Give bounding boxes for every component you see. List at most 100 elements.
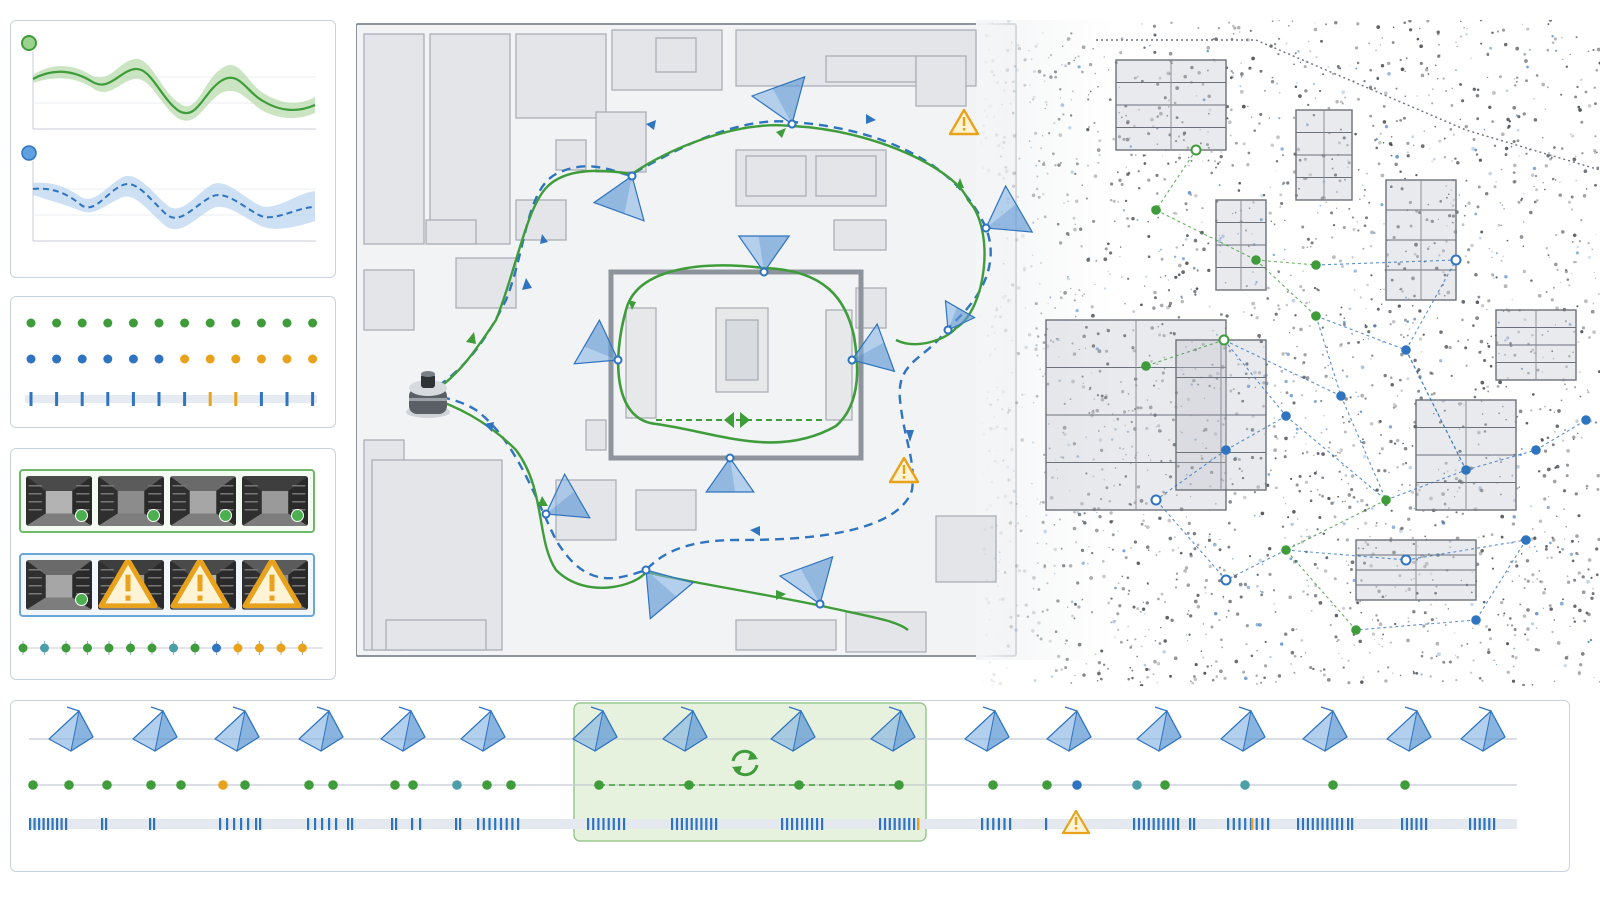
status-tick	[234, 392, 238, 406]
camera-keyframe[interactable]	[214, 706, 260, 753]
keyframe-thumbnail[interactable]	[242, 560, 308, 610]
keyframe-row-flagged[interactable]	[19, 553, 315, 617]
timeline-node[interactable]	[988, 780, 998, 790]
status-strip-panel	[10, 296, 336, 428]
ground-truth-trajectory	[425, 124, 986, 398]
keyframe-timeline[interactable]	[11, 701, 1568, 870]
measurement-tick	[1045, 818, 1048, 830]
measurement-tick	[1301, 818, 1305, 830]
measurement-tick	[1336, 818, 1339, 830]
keyframe-thumbnail[interactable]	[26, 560, 92, 610]
measurement-tick	[1167, 818, 1170, 830]
measurement-tick	[992, 818, 995, 830]
keyframe-row-tracked[interactable]	[19, 469, 315, 533]
measurement-tick	[607, 818, 610, 830]
camera-keyframe[interactable]	[380, 706, 426, 753]
measurement-tick	[255, 818, 258, 830]
status-tick	[29, 392, 33, 406]
camera-keyframe[interactable]	[1386, 706, 1432, 753]
measurement-tick	[328, 818, 331, 830]
timeline-node[interactable]	[1132, 780, 1142, 790]
measurement-tick	[1193, 818, 1196, 830]
timeline-node[interactable]	[390, 780, 400, 790]
measurement-tick	[786, 818, 789, 830]
timeline-node[interactable]	[594, 780, 604, 790]
keyframe-thumbnail[interactable]	[26, 476, 92, 526]
measurement-tick	[893, 818, 896, 830]
measurement-tick	[1172, 818, 1175, 830]
keyframe-dot	[61, 643, 71, 653]
measurement-tick	[917, 818, 920, 830]
refresh-icon[interactable]	[731, 749, 759, 777]
warning-icon	[1061, 809, 1091, 835]
camera-keyframe[interactable]	[48, 706, 94, 753]
measurement-tick	[259, 818, 262, 830]
keyframe-thumbnail[interactable]	[170, 560, 236, 610]
timeline-node[interactable]	[1042, 780, 1052, 790]
camera-keyframe[interactable]	[770, 706, 816, 753]
camera-frustum	[778, 555, 834, 609]
loop-closure-window[interactable]	[573, 702, 927, 842]
timeline-node[interactable]	[506, 780, 516, 790]
timeline-node[interactable]	[684, 780, 694, 790]
measurement-tick	[38, 818, 41, 830]
timeline-node[interactable]	[452, 780, 462, 790]
pose-graph-node	[1251, 255, 1261, 265]
status-dot	[128, 318, 138, 328]
camera-keyframe[interactable]	[1460, 706, 1506, 753]
measurement-tick	[1483, 818, 1486, 830]
timeline-node[interactable]	[1160, 780, 1170, 790]
pose-graph-node	[1400, 554, 1412, 566]
timeline-node[interactable]	[1072, 780, 1082, 790]
measurement-tick	[592, 818, 595, 830]
camera-keyframe[interactable]	[964, 706, 1010, 753]
timeline-node[interactable]	[304, 780, 314, 790]
camera-keyframe[interactable]	[460, 706, 506, 753]
camera-keyframe[interactable]	[870, 706, 916, 753]
camera-keyframe[interactable]	[662, 706, 708, 753]
camera-keyframe[interactable]	[1136, 706, 1182, 753]
keyframe-thumbnail[interactable]	[98, 560, 164, 610]
camera-keyframe[interactable]	[132, 706, 178, 753]
timeline-node[interactable]	[794, 780, 804, 790]
camera-keyframe[interactable]	[1046, 706, 1092, 753]
robot-icon[interactable]	[406, 371, 450, 418]
camera-keyframe[interactable]	[1302, 706, 1348, 753]
timeline-node[interactable]	[146, 780, 156, 790]
measurement-tick	[1331, 818, 1334, 830]
pose-graph-node	[1381, 495, 1391, 505]
timeline-node[interactable]	[408, 780, 418, 790]
timeline-node[interactable]	[894, 780, 904, 790]
timeline-node[interactable]	[328, 780, 338, 790]
timeline-node[interactable]	[218, 780, 228, 790]
timeline-node[interactable]	[1328, 780, 1338, 790]
measurement-tick	[986, 818, 989, 830]
keyframe-timeline-panel[interactable]	[10, 700, 1570, 872]
camera-keyframe[interactable]	[298, 706, 344, 753]
keyframe-thumbnail[interactable]	[98, 476, 164, 526]
measurement-tick	[1410, 818, 1413, 830]
camera-keyframe[interactable]	[1220, 706, 1266, 753]
status-dot	[103, 354, 113, 364]
timeline-node[interactable]	[176, 780, 186, 790]
status-tick	[131, 392, 135, 406]
timeline-node[interactable]	[102, 780, 112, 790]
slam-map-view[interactable]	[356, 20, 1600, 686]
timeline-node[interactable]	[240, 780, 250, 790]
timeline-node[interactable]	[1400, 780, 1410, 790]
pose-graph-node	[1531, 445, 1541, 455]
status-dot	[26, 354, 36, 364]
measurement-tick	[1321, 818, 1324, 830]
measurement-tick	[455, 818, 458, 830]
green-dot-icon	[291, 509, 304, 522]
timeline-node[interactable]	[64, 780, 74, 790]
timeline-node[interactable]	[1240, 780, 1250, 790]
keyframe-thumbnail[interactable]	[242, 476, 308, 526]
measurement-tick	[347, 818, 350, 830]
timeline-node[interactable]	[482, 780, 492, 790]
keyframe-thumbnail[interactable]	[170, 476, 236, 526]
status-dot	[282, 318, 292, 328]
keyframe-dot	[233, 643, 243, 653]
camera-keyframe[interactable]	[572, 706, 618, 753]
timeline-node[interactable]	[28, 780, 38, 790]
